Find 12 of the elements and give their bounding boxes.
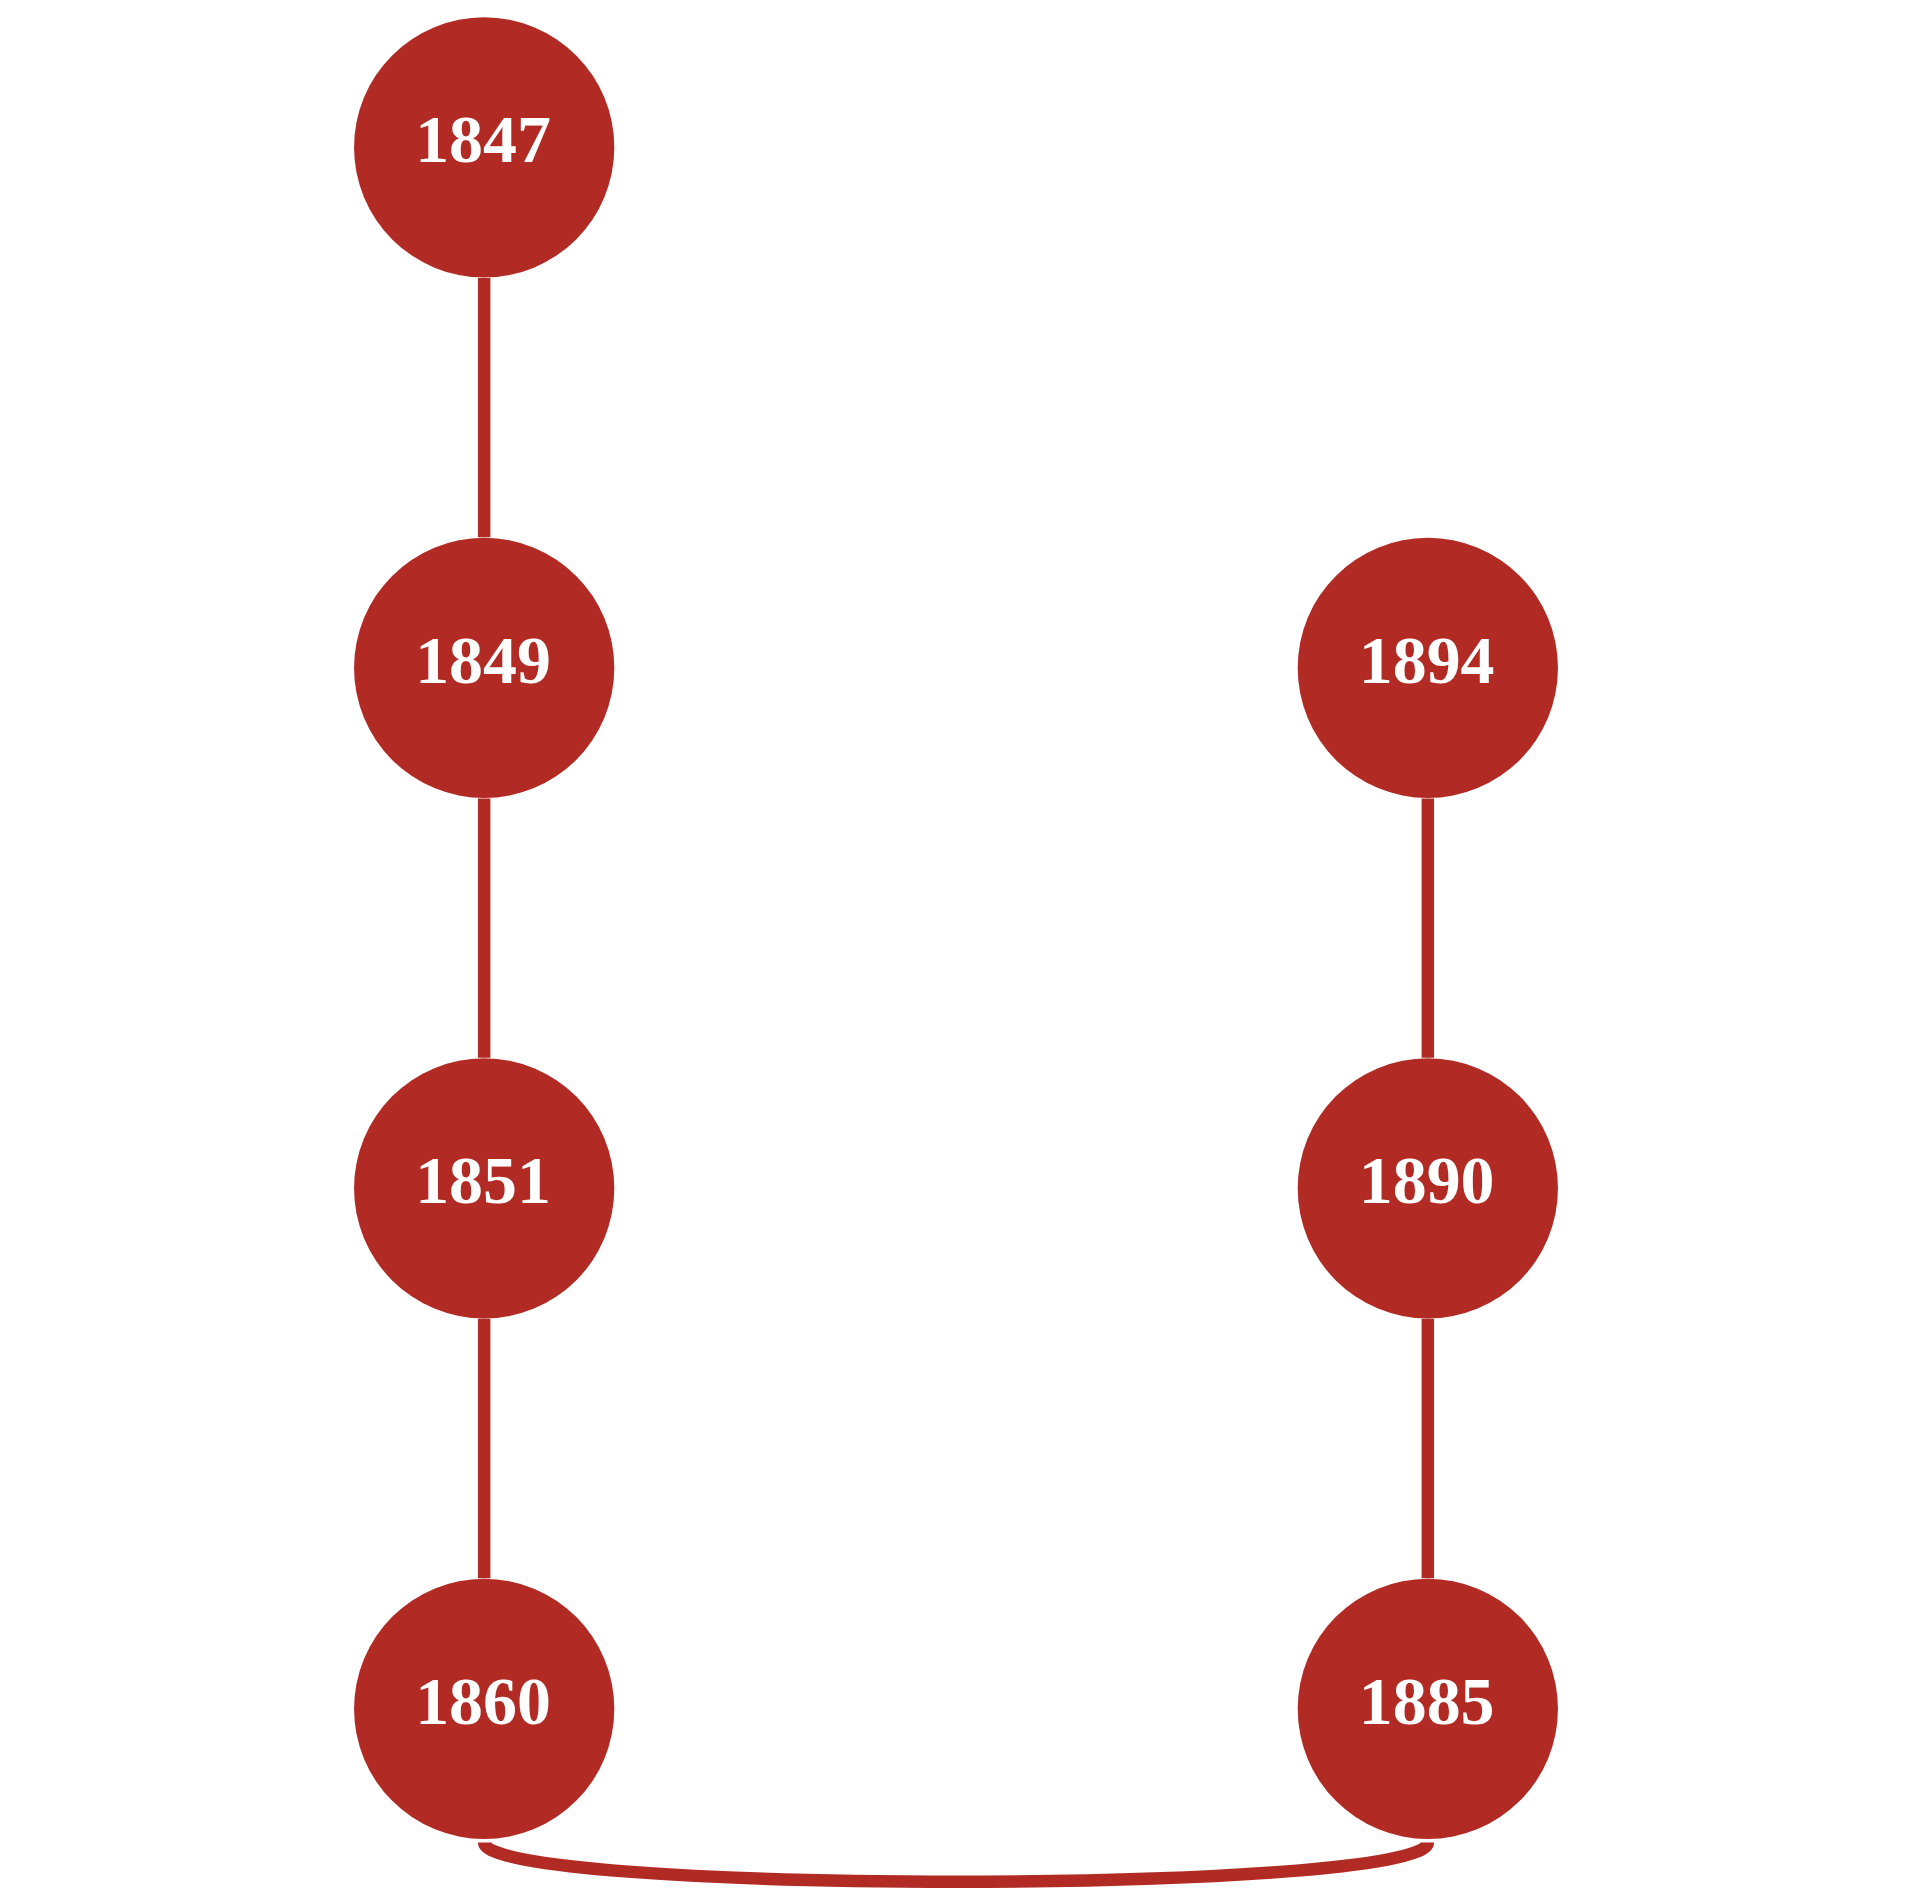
node-circle: 1890	[1297, 1058, 1558, 1319]
connector	[1421, 1318, 1434, 1579]
node-circle: 1894	[1297, 537, 1558, 798]
node-circle: 1885	[1297, 1578, 1558, 1839]
node-circle: 1851	[353, 1058, 614, 1319]
node-circle: 1860	[353, 1578, 614, 1839]
node-circle: 1849	[353, 537, 614, 798]
connector	[477, 798, 490, 1058]
connector	[477, 277, 490, 538]
connector	[1421, 798, 1434, 1058]
connector	[477, 1318, 490, 1579]
node-circle: 1847	[353, 17, 614, 278]
